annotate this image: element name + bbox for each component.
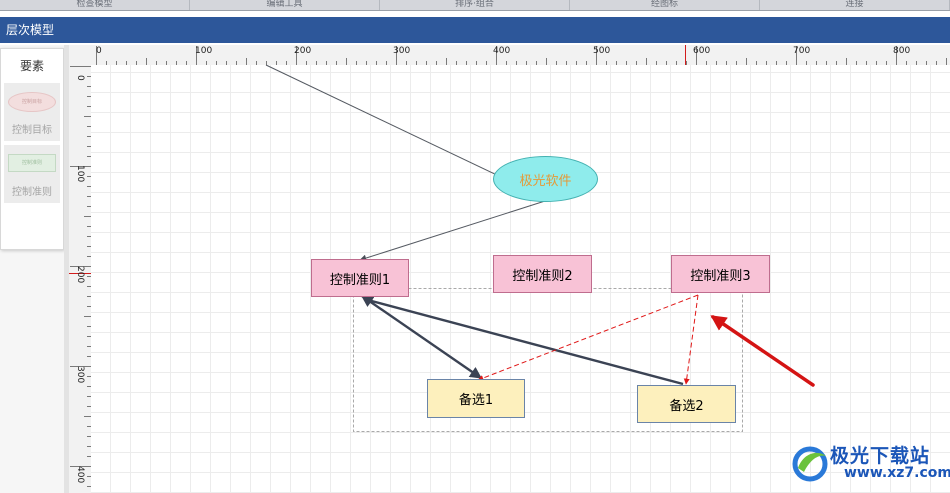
menu-item[interactable]: 经图标 [570, 0, 760, 10]
horizontal-ruler-ticks: 0 100 200 300 400 500 600 700 800 [96, 45, 947, 65]
h-tick-label: 500 [593, 46, 610, 56]
ellipse-shape-icon: 控制目标 [8, 92, 56, 112]
palette-item-control-goal[interactable]: 控制目标 控制目标 [4, 83, 60, 141]
menu-item[interactable]: 排序·组合 [380, 0, 570, 10]
palette-box: 要素 控制目标 控制目标 控制准则 控制准则 [0, 48, 64, 250]
criterion-node-1[interactable]: 控制准则1 [311, 259, 409, 297]
menu-strip: 检查模型 编辑工具 排序·组合 经图标 连接 [0, 0, 950, 11]
v-tick-label: 200 [75, 266, 85, 283]
h-tick-label: 0 [96, 46, 102, 56]
element-palette: 要素 控制目标 控制目标 控制准则 控制准则 [0, 45, 64, 493]
menu-item[interactable]: 编辑工具 [190, 0, 380, 10]
criterion-node-2[interactable]: 控制准则2 [493, 255, 592, 293]
annotation-arrow [710, 315, 815, 387]
connector-goal-to-criterion1[interactable] [359, 200, 546, 262]
connector-criterion1-alt1[interactable] [361, 295, 482, 379]
watermark: 极光下载站 www.xz7.com [788, 440, 950, 488]
palette-item-label: 控制准则 [12, 187, 52, 198]
v-tick-label: 300 [75, 366, 85, 383]
h-tick-label: 400 [493, 46, 510, 56]
window-titlebar: 层次模型 [0, 17, 950, 43]
watermark-brand: 极光下载站 [830, 445, 931, 467]
h-tick-label: 700 [793, 46, 810, 56]
selection-box[interactable] [353, 288, 743, 432]
criterion-node-3[interactable]: 控制准则3 [671, 255, 770, 293]
v-tick-label: 100 [75, 165, 85, 182]
palette-item-label: 控制目标 [12, 125, 52, 136]
dashed-connector-criterion3-alt2[interactable] [683, 294, 699, 385]
alternative-node-1[interactable]: 备选1 [427, 379, 525, 418]
h-tick-label: 100 [195, 46, 212, 56]
h-tick-label: 200 [294, 46, 311, 56]
palette-header: 要素 [19, 59, 44, 73]
connector-criterion1-alt2[interactable] [363, 297, 684, 386]
palette-item-control-criterion[interactable]: 控制准则 控制准则 [4, 145, 60, 203]
v-tick-label: 400 [75, 466, 85, 483]
goal-node[interactable]: 极光软件 [493, 156, 598, 202]
alternative-node-2[interactable]: 备选2 [637, 385, 736, 423]
rectangle-shape-icon: 控制准则 [8, 154, 56, 172]
h-tick-label: 600 [693, 46, 710, 56]
vertical-ruler-ticks: 0 100 200 300 400 [69, 66, 91, 487]
v-tick-label: 0 [75, 75, 85, 81]
panel-splitter[interactable] [64, 45, 69, 493]
watermark-logo-icon [792, 446, 828, 482]
window-title: 层次模型 [6, 23, 55, 37]
dashed-connector-criterion3-alt1[interactable] [477, 294, 699, 381]
h-tick-label: 300 [393, 46, 410, 56]
h-tick-label: 800 [893, 46, 910, 56]
menu-item[interactable]: 检查模型 [0, 0, 190, 10]
watermark-url: www.xz7.com [844, 465, 950, 481]
